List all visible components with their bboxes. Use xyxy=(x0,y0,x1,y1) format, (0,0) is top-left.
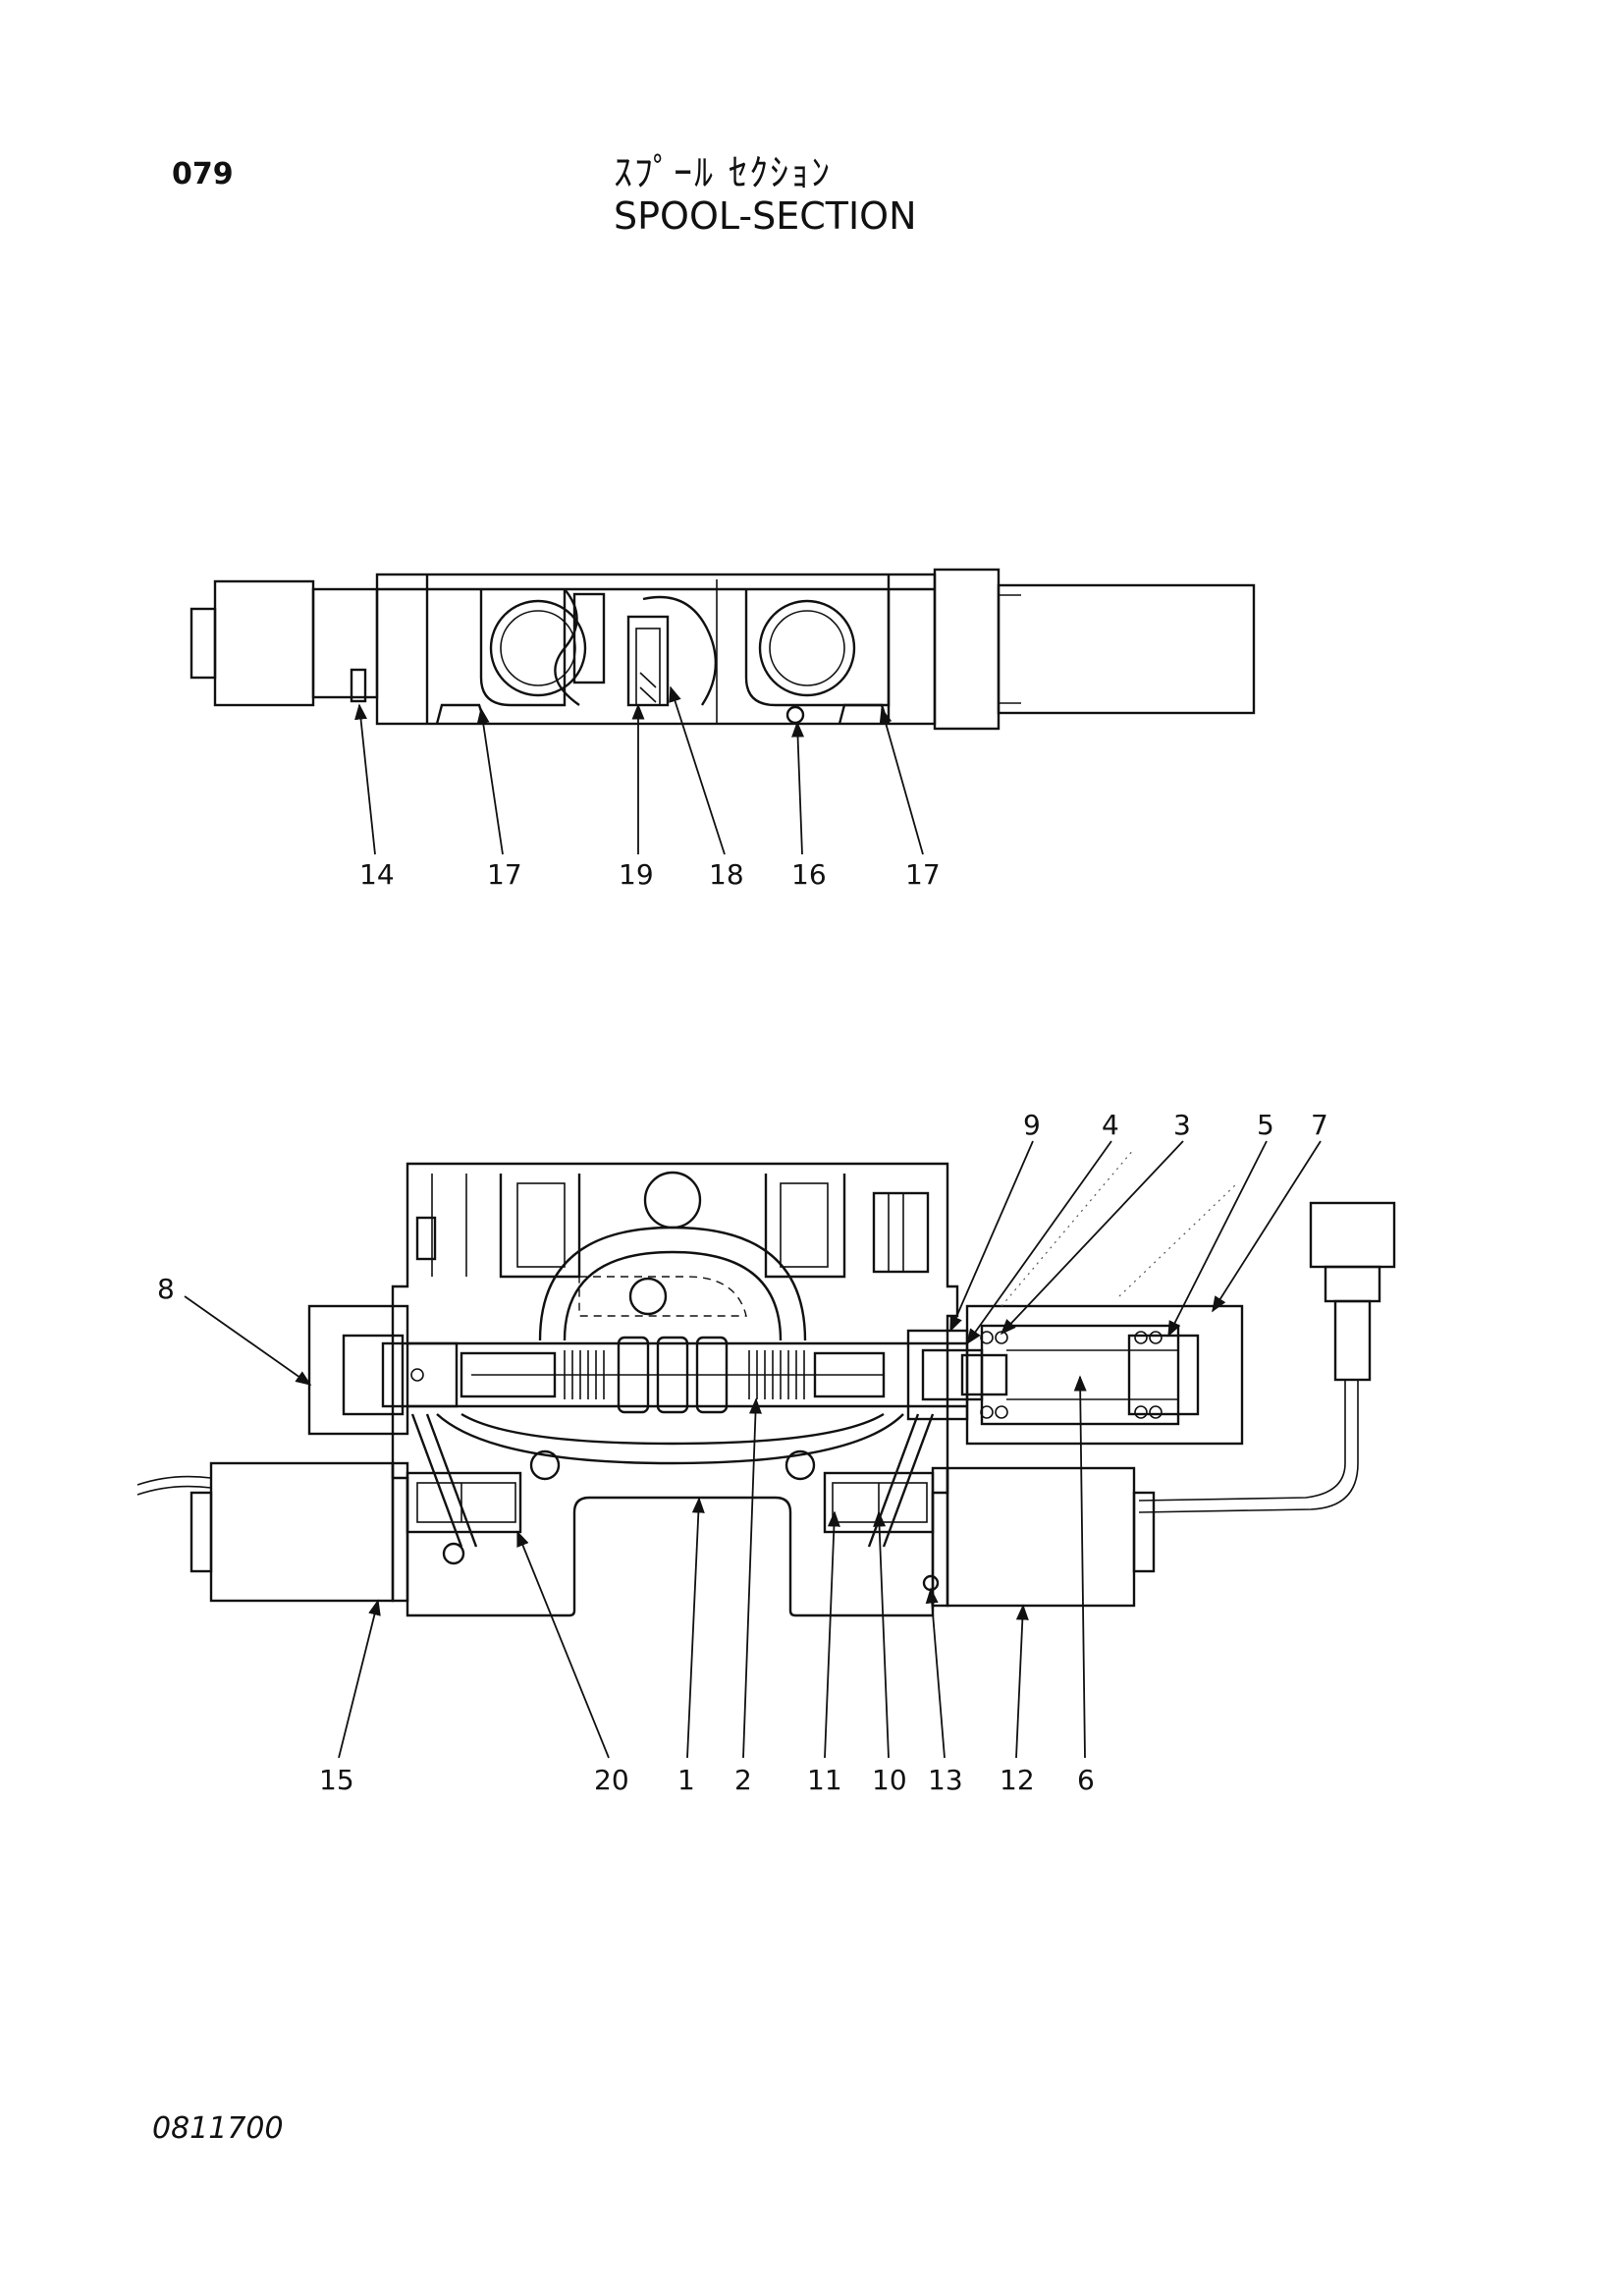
callout-label: 1 xyxy=(677,1764,695,1796)
spring-coils xyxy=(980,1331,1163,1419)
title-english: SPOOL-SECTION xyxy=(614,194,917,238)
callout-label: 3 xyxy=(1173,1109,1191,1141)
callout-label: 11 xyxy=(807,1764,842,1796)
top-view-drawing xyxy=(189,568,1256,855)
callout-label: 10 xyxy=(872,1764,907,1796)
callout-label: 13 xyxy=(928,1764,963,1796)
callout-label: 15 xyxy=(319,1764,354,1796)
callout-label: 9 xyxy=(1023,1109,1041,1141)
callout-label: 18 xyxy=(709,858,744,891)
page-number: 079 xyxy=(172,157,234,191)
callout-label: 12 xyxy=(1000,1764,1035,1796)
callout-label: 8 xyxy=(157,1273,175,1305)
callout-label: 6 xyxy=(1077,1764,1095,1796)
section-view-drawing xyxy=(136,1140,1396,1759)
drawing-number: 0811700 xyxy=(152,2111,284,2146)
callout-label: 19 xyxy=(619,858,654,891)
callout-label: 2 xyxy=(734,1764,752,1796)
callout-label: 14 xyxy=(359,858,395,891)
callout-label: 7 xyxy=(1311,1109,1328,1141)
title-japanese: ｽﾌﾟｰﾙ ｾｸｼｮﾝ xyxy=(614,151,833,194)
callout-label: 20 xyxy=(594,1764,629,1796)
callout-label: 5 xyxy=(1257,1109,1274,1141)
callout-label: 16 xyxy=(791,858,827,891)
callout-label: 17 xyxy=(487,858,522,891)
callout-label: 4 xyxy=(1102,1109,1119,1141)
callout-label: 17 xyxy=(905,858,941,891)
